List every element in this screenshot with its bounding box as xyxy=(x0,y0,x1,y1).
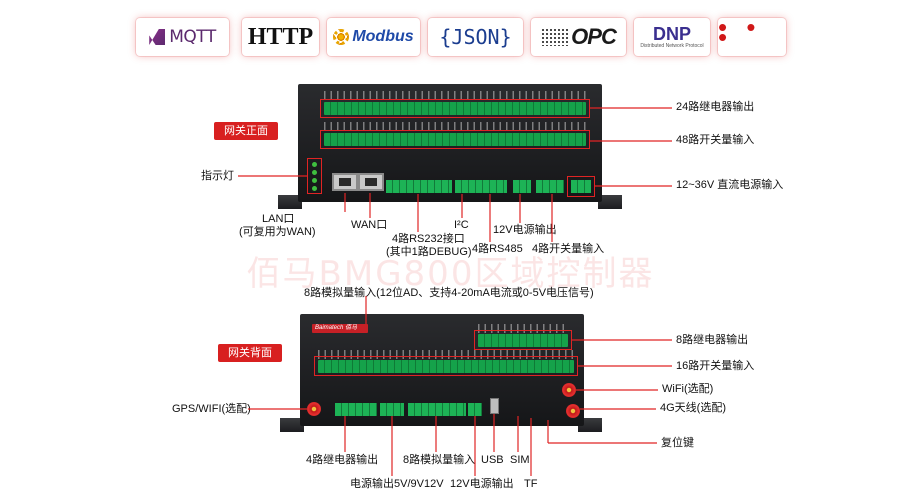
dc-input-terminal-block xyxy=(571,180,591,193)
switch16-highlight-box xyxy=(314,356,578,376)
json-logo: {JSON} xyxy=(428,18,523,56)
label-rs232-1: 4路RS232接口 xyxy=(392,233,465,245)
indicator-led-3 xyxy=(312,178,317,183)
switch16-terminal-block xyxy=(318,360,574,373)
wifi-antenna-icon xyxy=(562,383,576,397)
mqtt-mark-icon xyxy=(149,29,166,45)
json-logo-text: {JSON} xyxy=(439,25,512,49)
pwr-out-terminal-block xyxy=(380,403,404,416)
label-relay4: 4路继电器输出 xyxy=(306,454,379,466)
more-protocols-dots: • • • xyxy=(718,18,762,52)
wan-port xyxy=(358,173,384,191)
switch48-terminal-block xyxy=(324,133,586,146)
label-analog8-top: 8路模拟量输入(12位AD、支持4-20mA电流或0-5V电压信号) xyxy=(304,287,594,299)
back-tag: 网关背面 xyxy=(218,344,282,362)
i2c-rs485-terminal-block xyxy=(455,180,507,193)
usb-port xyxy=(490,398,499,414)
opc-logo-text: OPC xyxy=(571,24,617,49)
mqtt-logo-text: MQTT xyxy=(169,27,216,47)
label-wan: WAN口 xyxy=(351,219,388,231)
analog8-terminal-block xyxy=(408,403,466,416)
dnp-logo-subtext: Distributed Network Protocol xyxy=(640,43,704,49)
back-mount-flange-left xyxy=(280,418,304,432)
more-protocols-logo: • • • xyxy=(718,18,786,56)
label-rs485: 4路RS485 xyxy=(472,243,523,255)
watermark-text: 佰马BMG800区域控制器 xyxy=(246,254,655,294)
relay8-highlight-box xyxy=(474,330,572,350)
label-relay24: 24路继电器输出 xyxy=(676,101,755,113)
opc-logo: OPC xyxy=(531,18,626,56)
back-pin-labels-row2 xyxy=(318,350,574,359)
mqtt-logo: MQTT xyxy=(136,18,229,56)
back-mount-flange-right xyxy=(578,418,602,432)
http-logo-text: HTTP xyxy=(247,23,314,50)
label-switch4: 4路开关量输入 xyxy=(532,243,605,255)
switch4-terminal-block xyxy=(536,180,564,193)
label-out12v-front: 12V电源输出 xyxy=(493,224,557,236)
gps-wifi-antenna-icon xyxy=(307,402,321,416)
label-i2c: I²C xyxy=(454,219,469,231)
label-out12v-back: 12V电源输出 xyxy=(450,478,514,490)
relay4-terminal-block xyxy=(335,403,377,416)
out12v-back-terminal-block xyxy=(468,403,482,416)
front-tag: 网关正面 xyxy=(214,122,278,140)
label-dc-input: 12~36V 直流电源输入 xyxy=(676,179,784,191)
front-mount-flange-left xyxy=(278,195,302,209)
relay8-terminal-block xyxy=(478,334,568,347)
modbus-logo: Modbus xyxy=(327,18,420,56)
label-rs232-2: (其中1路DEBUG) xyxy=(386,246,472,258)
indicator-led-1 xyxy=(312,162,317,167)
front-mount-flange-right xyxy=(598,195,622,209)
out12v-terminal-block xyxy=(513,180,531,193)
label-pwr-out: 电源输出5V/9V12V xyxy=(350,478,444,490)
http-logo: HTTP xyxy=(242,18,319,56)
indicator-highlight-box xyxy=(307,158,322,194)
label-reset: 复位键 xyxy=(661,437,694,449)
label-analog8: 8路模拟量输入 xyxy=(403,454,476,466)
label-4g: 4G天线(选配) xyxy=(660,402,726,414)
rs232-terminal-block xyxy=(386,180,452,193)
label-lan-1: LAN口 xyxy=(262,213,295,225)
dc-input-highlight-box xyxy=(567,176,595,197)
indicator-led-4 xyxy=(312,186,317,191)
label-wifi: WiFi(选配) xyxy=(662,383,714,395)
back-pin-labels-row1 xyxy=(478,324,568,333)
label-tf: TF xyxy=(524,478,538,490)
relay24-terminal-block xyxy=(324,102,586,115)
lan-port xyxy=(332,173,358,191)
switch48-highlight-box xyxy=(320,130,590,149)
label-lan-2: (可复用为WAN) xyxy=(239,226,316,238)
front-pin-labels-row2 xyxy=(324,122,586,131)
modbus-logo-text: Modbus xyxy=(352,28,414,45)
brand-badge-text: Baimatech 佰马 xyxy=(315,325,358,331)
brand-badge: Baimatech 佰马 xyxy=(312,324,368,333)
4g-antenna-icon xyxy=(566,404,580,418)
label-usb: USB xyxy=(481,454,504,466)
indicator-led-2 xyxy=(312,170,317,175)
dnp-logo: DNP Distributed Network Protocol xyxy=(634,18,710,56)
front-pin-labels-row1 xyxy=(324,91,586,100)
label-indicator: 指示灯 xyxy=(201,170,234,182)
label-gps: GPS/WIFI(选配) xyxy=(172,403,251,415)
dnp-logo-text: DNP xyxy=(652,24,691,44)
label-switch48: 48路开关量输入 xyxy=(676,134,755,146)
label-relay8: 8路继电器输出 xyxy=(676,334,749,346)
relay24-highlight-box xyxy=(320,99,590,118)
label-sim: SIM xyxy=(510,454,530,466)
label-switch16: 16路开关量输入 xyxy=(676,360,755,372)
modbus-gear-icon xyxy=(333,29,350,45)
opc-dots-icon xyxy=(541,28,570,46)
